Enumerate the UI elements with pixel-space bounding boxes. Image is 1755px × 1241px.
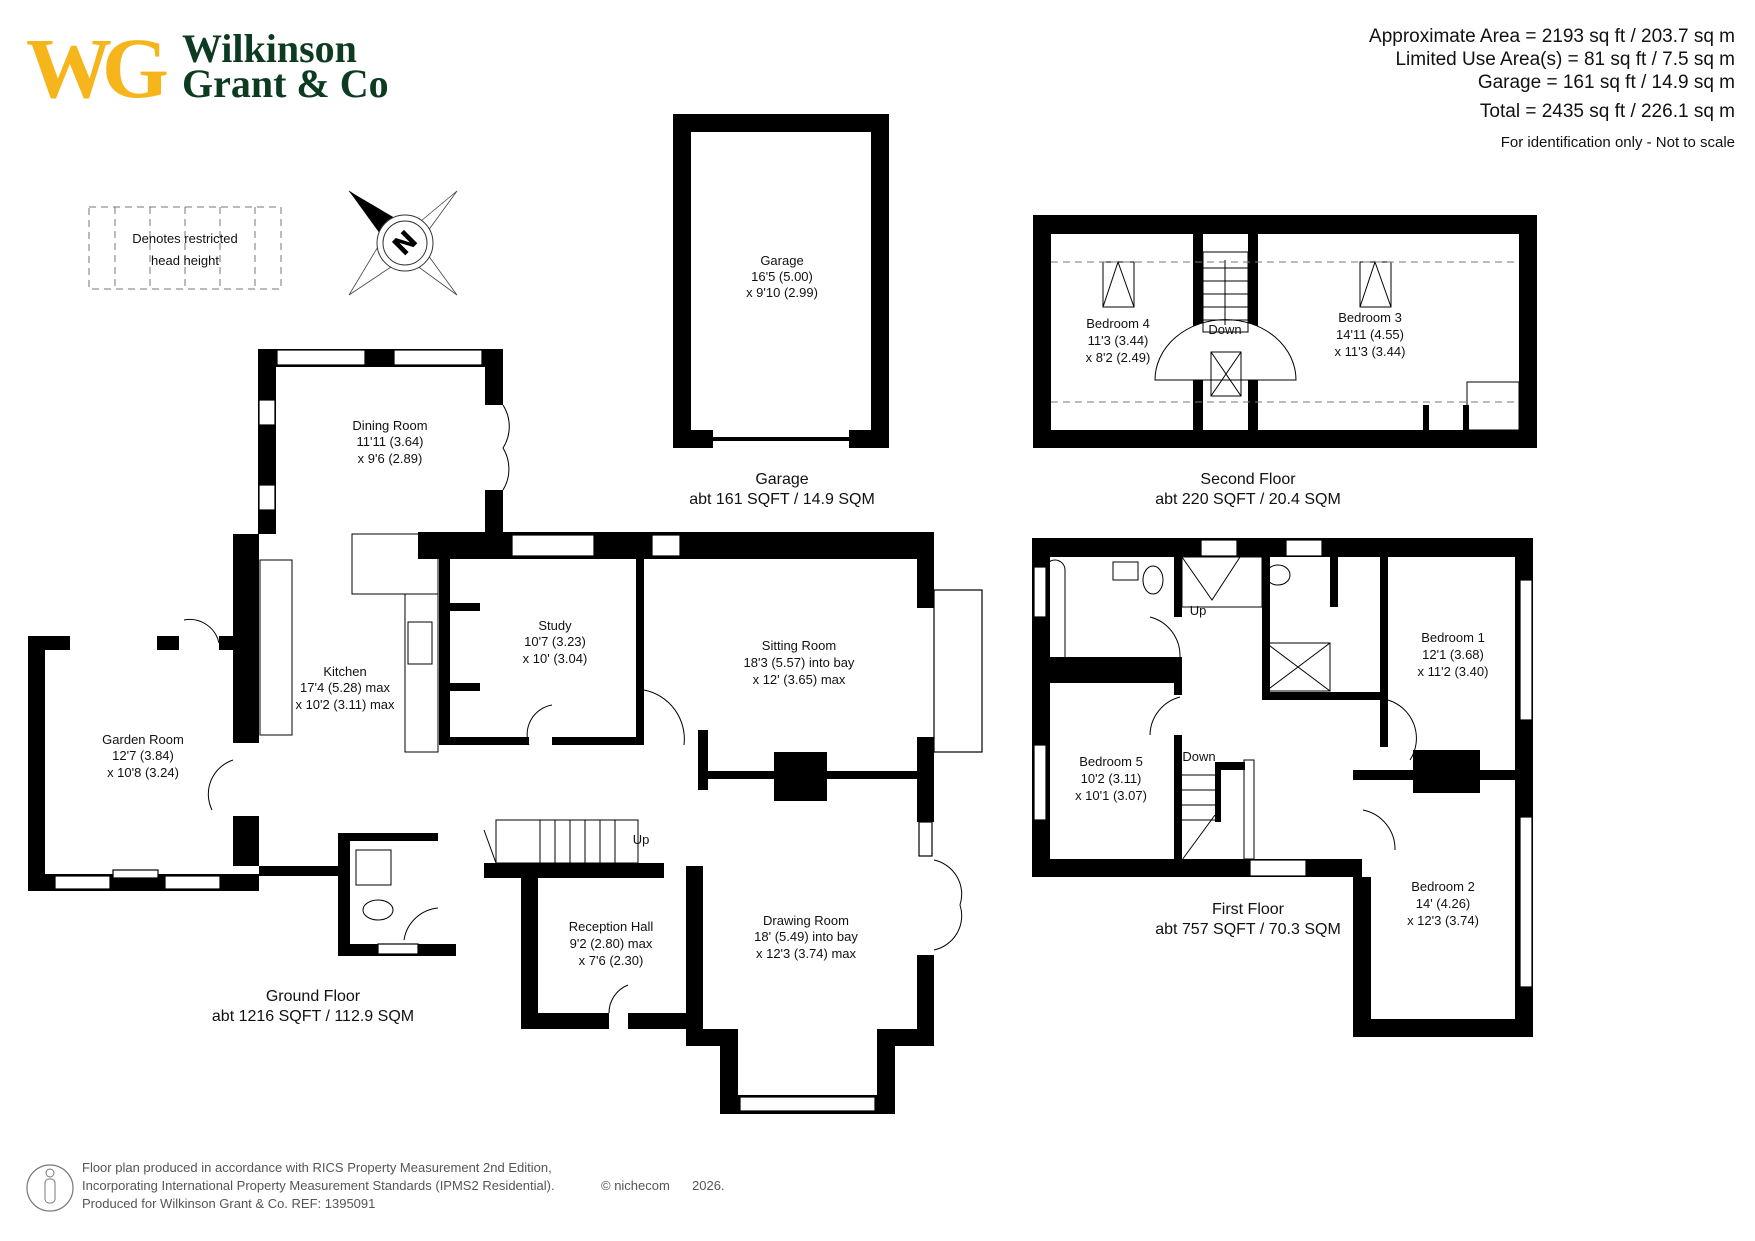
room-name: Kitchen — [323, 664, 366, 679]
second-floor-plan: Bedroom 4 11'3 (3.44) x 8'2 (2.49) Bedro… — [1033, 215, 1537, 508]
garage-area: Garage = 161 sq ft / 14.9 sq m — [1478, 72, 1735, 93]
footer-year: 2026. — [692, 1178, 725, 1193]
footer-copyright: © nichecom — [601, 1178, 670, 1193]
room-dim: 14'11 (4.55) — [1336, 327, 1404, 342]
room-dim: x 11'2 (3.40) — [1418, 664, 1489, 679]
floor-caption-area: abt 1216 SQFT / 112.9 SQM — [212, 1008, 414, 1025]
room-dim: 10'7 (3.23) — [524, 634, 586, 649]
room-dim: 11'3 (3.44) — [1088, 333, 1149, 348]
room-dim: x 11'3 (3.44) — [1335, 344, 1406, 359]
room-dim: x 9'6 (2.89) — [358, 451, 423, 466]
floor-caption-title: First Floor — [1212, 901, 1285, 918]
room-dim: x 10'8 (3.24) — [107, 765, 179, 780]
stairs-up-label: Up — [1190, 603, 1207, 618]
footer-line2: Incorporating International Property Mea… — [82, 1178, 555, 1193]
logo-monogram: WG — [26, 20, 167, 116]
logo-name-line1: Wilkinson — [182, 26, 357, 71]
room-dim: 16'5 (5.00) — [751, 269, 813, 284]
floor-caption-title: Ground Floor — [266, 988, 361, 1005]
room-dim: x 8'2 (2.49) — [1086, 350, 1151, 365]
room-name: Bedroom 3 — [1338, 310, 1402, 325]
floor-caption-area: abt 757 SQFT / 70.3 SQM — [1155, 921, 1341, 938]
logo-name-line2: Grant & Co — [182, 61, 389, 106]
first-floor-plan: Bedroom 1 12'1 (3.68) x 11'2 (3.40) Bedr… — [1032, 538, 1533, 1037]
floor-caption-title: Garage — [755, 471, 808, 488]
room-name: Bedroom 4 — [1086, 316, 1150, 331]
stairs-down-label: Down — [1182, 749, 1215, 764]
footer-line1: Floor plan produced in accordance with R… — [82, 1160, 552, 1175]
room-dim: 11'11 (3.64) — [356, 434, 423, 449]
footer-line3: Produced for Wilkinson Grant & Co. REF: … — [82, 1196, 375, 1211]
stairs-label: Down — [1208, 322, 1241, 337]
room-name: Drawing Room — [763, 913, 849, 928]
room-name: Dining Room — [352, 418, 427, 433]
room-dim: x 12' (3.65) max — [753, 672, 846, 687]
garage-plan: Garage 16'5 (5.00) x 9'10 (2.99) Garage … — [673, 114, 889, 508]
area-summary: Approximate Area = 2193 sq ft / 203.7 sq… — [1369, 26, 1735, 151]
room-name: Sitting Room — [762, 638, 836, 653]
room-dim: 14' (4.26) — [1416, 896, 1471, 911]
room-name: Study — [538, 618, 572, 633]
floor-caption-area: abt 161 SQFT / 14.9 SQM — [689, 491, 875, 508]
room-dim: x 10'2 (3.11) max — [295, 697, 395, 712]
stairs-label: Up — [633, 832, 650, 847]
disclaimer: For identification only - Not to scale — [1501, 134, 1735, 151]
room-dim: 12'7 (3.84) — [112, 748, 174, 763]
person-icon — [26, 1164, 74, 1212]
footer: Floor plan produced in accordance with R… — [26, 1160, 725, 1212]
limited-use-area: Limited Use Area(s) = 81 sq ft / 7.5 sq … — [1395, 49, 1735, 70]
room-name: Bedroom 2 — [1411, 879, 1475, 894]
total-area: Total = 2435 sq ft / 226.1 sq m — [1480, 101, 1735, 122]
company-logo: WG Wilkinson Grant & Co — [26, 20, 389, 116]
room-name: Bedroom 5 — [1079, 754, 1143, 769]
room-dim: 18'3 (5.57) into bay — [744, 655, 855, 670]
legend-line2: head height — [151, 253, 219, 268]
compass-icon: N — [348, 190, 458, 296]
room-name: Reception Hall — [569, 919, 654, 934]
room-name: Garden Room — [102, 732, 184, 747]
room-dim: 17'4 (5.28) max — [300, 680, 390, 695]
room-dim: x 10'1 (3.07) — [1075, 788, 1147, 803]
room-dim: x 12'3 (3.74) max — [756, 946, 857, 961]
approximate-area: Approximate Area = 2193 sq ft / 203.7 sq… — [1369, 26, 1735, 47]
room-dim: 10'2 (3.11) — [1081, 771, 1142, 786]
floor-caption-area: abt 220 SQFT / 20.4 SQM — [1155, 491, 1341, 508]
room-dim: 12'1 (3.68) — [1422, 647, 1484, 662]
room-dim: 18' (5.49) into bay — [754, 929, 858, 944]
room-dim: x 12'3 (3.74) — [1407, 913, 1479, 928]
room-name: Garage — [760, 253, 803, 268]
room-name: Bedroom 1 — [1421, 630, 1485, 645]
room-dim: x 9'10 (2.99) — [746, 285, 818, 300]
room-dim: x 10' (3.04) — [523, 651, 588, 666]
restricted-height-legend: Denotes restricted head height — [88, 206, 282, 290]
room-dim: 9'2 (2.80) max — [570, 936, 653, 951]
legend-line1: Denotes restricted — [132, 231, 238, 246]
floor-caption-title: Second Floor — [1200, 471, 1296, 488]
room-dim: x 7'6 (2.30) — [579, 953, 644, 968]
ground-floor-plan: Dining Room 11'11 (3.64) x 9'6 (2.89) Ki… — [28, 349, 983, 1114]
